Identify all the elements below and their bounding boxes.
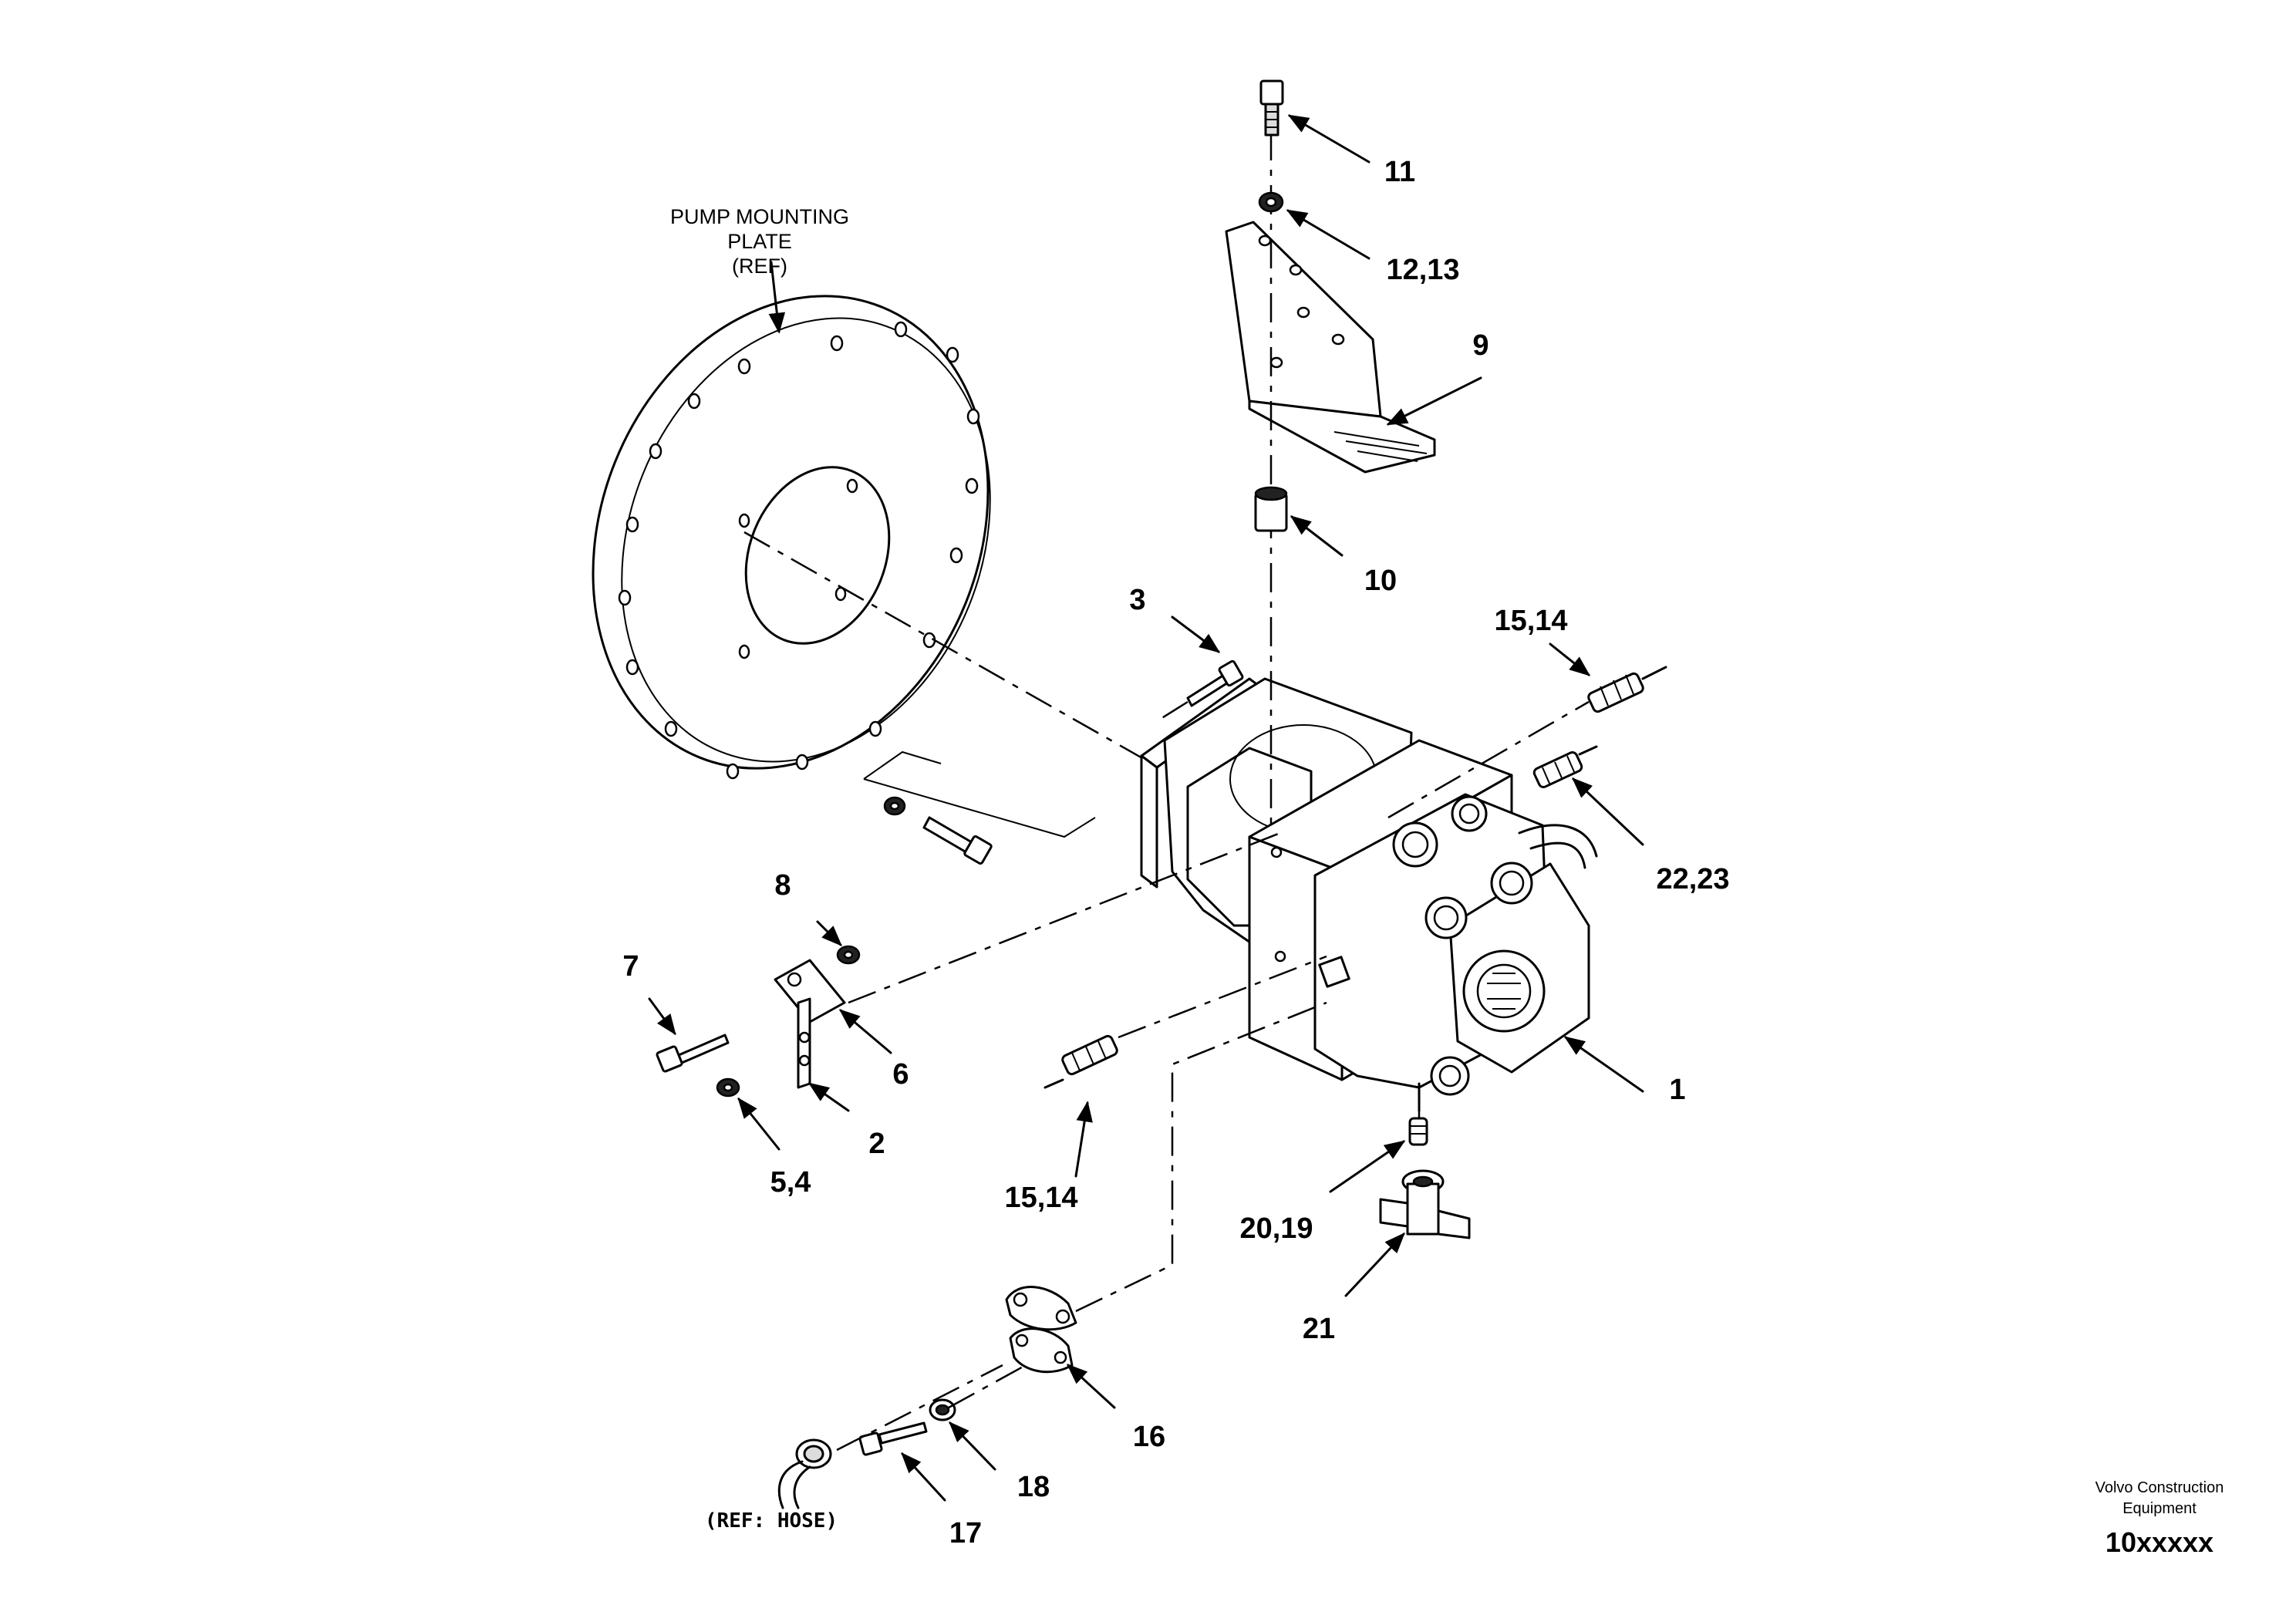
callout-18: 18 <box>1017 1471 1050 1503</box>
hose-fitting <box>777 1438 832 1509</box>
bolt-11 <box>1259 79 1284 137</box>
callout-1: 1 <box>1669 1074 1685 1106</box>
callout-7: 7 <box>622 950 639 983</box>
leader-lines <box>648 114 1644 1502</box>
document-number: 10xxxxx <box>2106 1526 2213 1558</box>
fitting-20-19 <box>1408 1117 1428 1146</box>
callout-9: 9 <box>1472 329 1489 362</box>
bolt-3 <box>1156 659 1244 723</box>
fitting-15-14-bottom <box>1043 955 1327 1089</box>
callout-22-23: 22,23 <box>1656 863 1729 895</box>
callout-15-14-bottom: 15,14 <box>1004 1182 1077 1214</box>
split-flange-16 <box>1005 1001 1327 1374</box>
tee-fitting-21 <box>1379 1169 1471 1239</box>
brand-line2: Equipment <box>2122 1500 2197 1517</box>
callout-8: 8 <box>774 869 791 902</box>
fitting-22-23 <box>1532 745 1598 788</box>
spacer-10 <box>1254 486 1288 532</box>
callout-5-4: 5,4 <box>770 1166 811 1199</box>
brand-line1: Volvo Construction <box>2095 1479 2224 1496</box>
callout-11: 11 <box>1384 156 1415 188</box>
pump-mounting-plate <box>592 295 991 780</box>
bolt-17 <box>858 1421 928 1456</box>
flange-bolt <box>883 796 993 865</box>
mounting-bracket <box>1225 221 1436 474</box>
mounting-plate-label-line2: PLATE <box>727 230 792 253</box>
hose-ref-label: (REF: HOSE) <box>705 1509 838 1533</box>
fitting-15-14-top <box>1387 666 1667 819</box>
callout-6: 6 <box>892 1058 909 1091</box>
clamp-assembly <box>656 831 1281 1098</box>
washer-18 <box>929 1398 956 1421</box>
mounting-plate-label-line1: PUMP MOUNTING <box>670 205 849 228</box>
callout-12-13: 12,13 <box>1386 254 1459 286</box>
mounting-plate-label-line3: (REF) <box>732 255 787 278</box>
hydraulic-pump <box>1140 677 1598 1112</box>
callout-15-14-top: 15,14 <box>1494 605 1567 637</box>
callout-17: 17 <box>949 1517 982 1549</box>
callout-3: 3 <box>1129 584 1145 616</box>
callout-10: 10 <box>1364 565 1397 597</box>
callout-20-19: 20,19 <box>1239 1212 1313 1245</box>
callout-21: 21 <box>1303 1313 1335 1345</box>
callout-2: 2 <box>868 1128 885 1160</box>
callout-16: 16 <box>1133 1421 1165 1453</box>
